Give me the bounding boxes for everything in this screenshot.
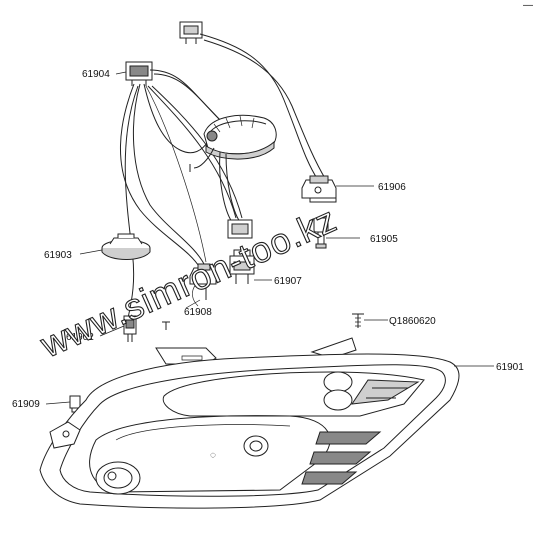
housing-mark: ◌ <box>210 450 216 461</box>
label-q1860620: Q1860620 <box>389 316 436 327</box>
connector-61906-harness <box>179 21 337 203</box>
bulb-61905 <box>313 217 360 249</box>
label-61908: 61908 <box>184 307 212 318</box>
cap-61903 <box>101 233 151 260</box>
socket-61907 <box>229 249 255 284</box>
wire-harness-61904 <box>120 69 243 319</box>
screw-small <box>162 321 170 330</box>
headlamp-housing-61901: ◌ <box>39 337 460 509</box>
label-61907: 61907 <box>274 276 302 287</box>
socket-cover-assembly <box>189 114 277 239</box>
corner-mark: — <box>523 0 533 11</box>
label-61909: 61909 <box>12 399 40 410</box>
label-61902: 61902 <box>66 332 94 343</box>
label-61901: 61901 <box>496 362 524 373</box>
connector-61902 <box>123 315 137 342</box>
label-61903: 61903 <box>44 250 72 261</box>
leader-lines <box>45 71 494 405</box>
connector-61904 <box>125 61 153 86</box>
label-61904: 61904 <box>82 69 110 80</box>
label-61905: 61905 <box>370 234 398 245</box>
screw-q1860620 <box>352 313 364 328</box>
label-61906: 61906 <box>378 182 406 193</box>
socket-61908 <box>189 263 217 307</box>
